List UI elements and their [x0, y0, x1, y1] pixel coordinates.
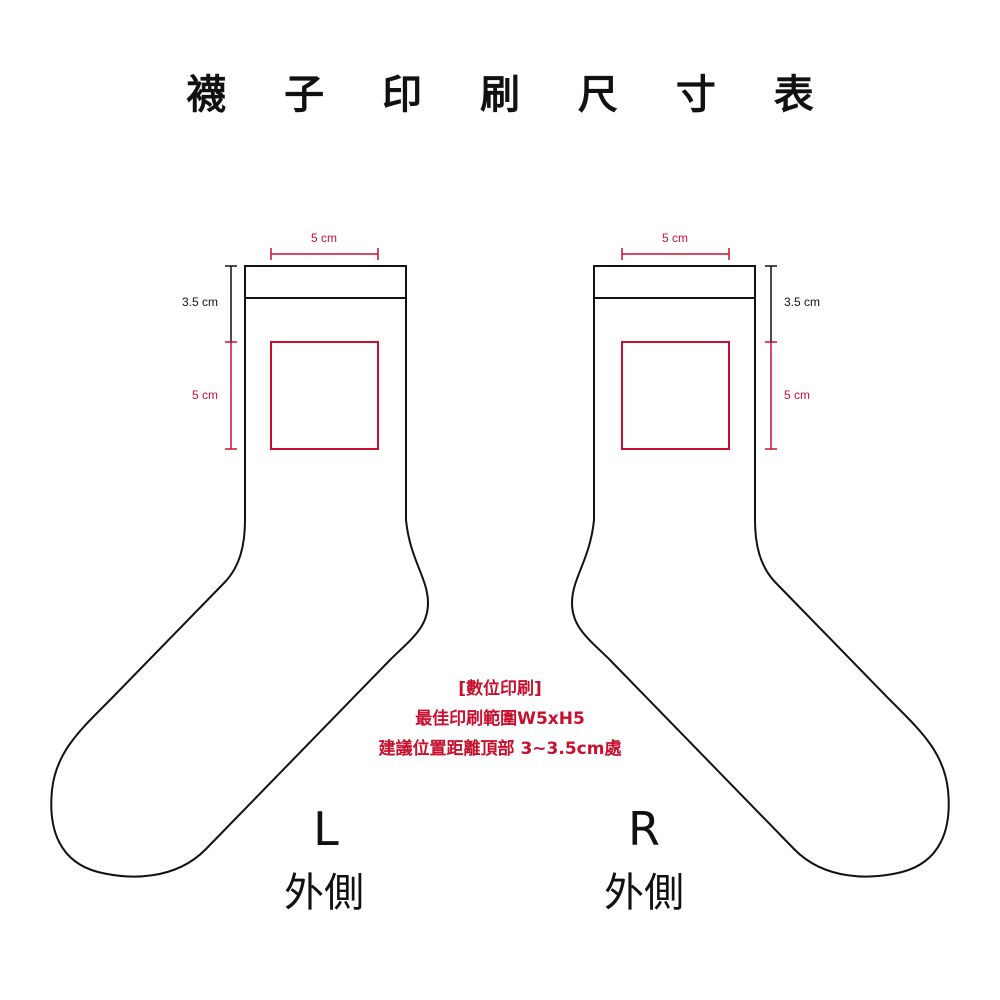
- right-sock-outline: [570, 265, 950, 878]
- note-line-2: 最佳印刷範圍W5xH5: [415, 709, 585, 729]
- note-line-3: 建議位置距離頂部 3~3.5cm處: [378, 739, 622, 759]
- left-sock: 5 cm 3.5 cm 5 cm: [50, 231, 430, 878]
- note-line-1: [數位印刷]: [458, 679, 542, 699]
- right-width-label: 5 cm: [662, 231, 688, 245]
- right-print-area: [621, 341, 730, 450]
- left-height-label: 5 cm: [192, 388, 218, 402]
- left-sock-outline: [50, 265, 430, 878]
- right-offset-label: 3.5 cm: [784, 295, 820, 309]
- left-width-label: 5 cm: [311, 231, 337, 245]
- right-sock: 5 cm 3.5 cm 5 cm: [570, 231, 950, 878]
- page-title: 襪 子 印 刷 尺 寸 表: [186, 72, 836, 118]
- left-letter: L: [313, 802, 339, 856]
- right-side-label: 外側: [604, 870, 684, 916]
- left-side-label: 外側: [284, 870, 364, 916]
- left-print-area: [270, 341, 379, 450]
- left-offset-label: 3.5 cm: [182, 295, 218, 309]
- right-letter: R: [628, 802, 660, 856]
- right-height-label: 5 cm: [784, 388, 810, 402]
